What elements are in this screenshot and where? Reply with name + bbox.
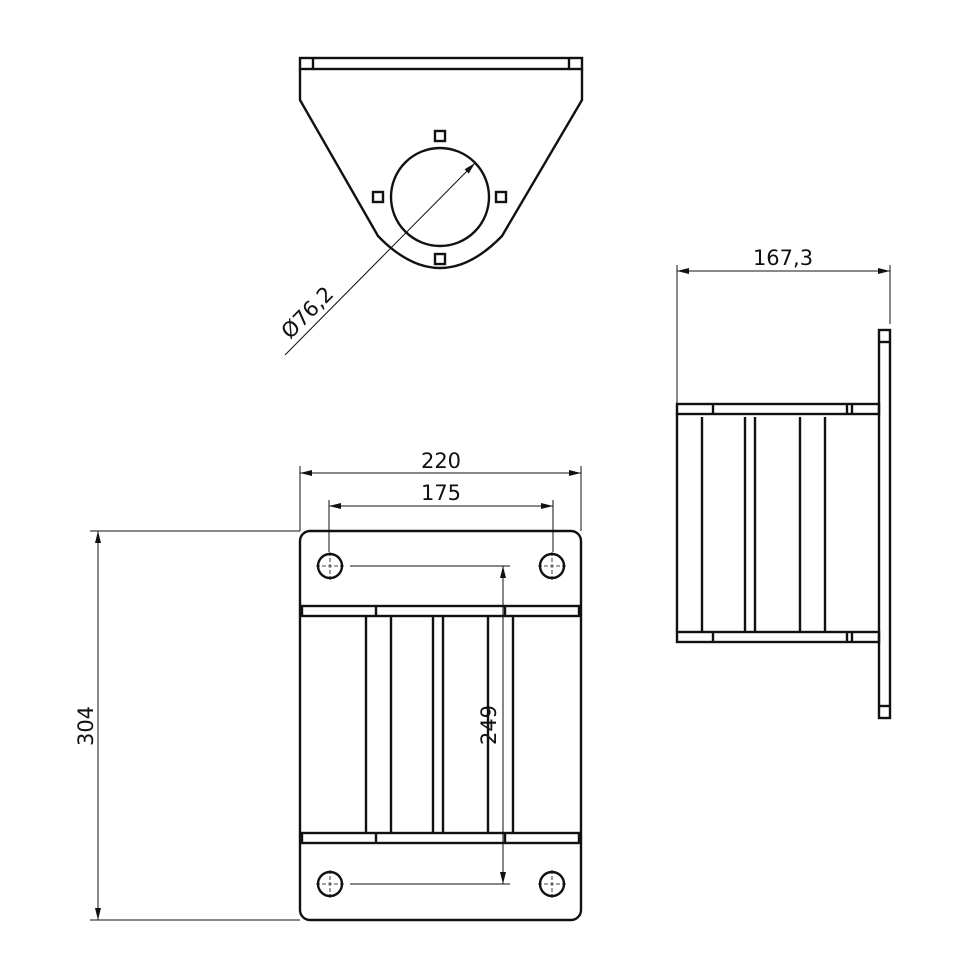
side-depth-label: 167,3 [753,246,813,270]
bolt-holes [316,552,566,898]
front-view: 220 175 304 249 [74,449,583,922]
hole-spacing-x-label: 175 [421,481,461,505]
side-view: 167,3 [675,246,892,720]
hole-spacing-y-label: 249 [477,705,501,745]
overall-width-label: 220 [421,449,461,473]
top-view: Ø76,2 [277,56,584,356]
diameter-label: Ø76,2 [277,282,339,344]
overall-height-label: 304 [74,706,98,746]
pipe-bore-circle [389,146,491,248]
